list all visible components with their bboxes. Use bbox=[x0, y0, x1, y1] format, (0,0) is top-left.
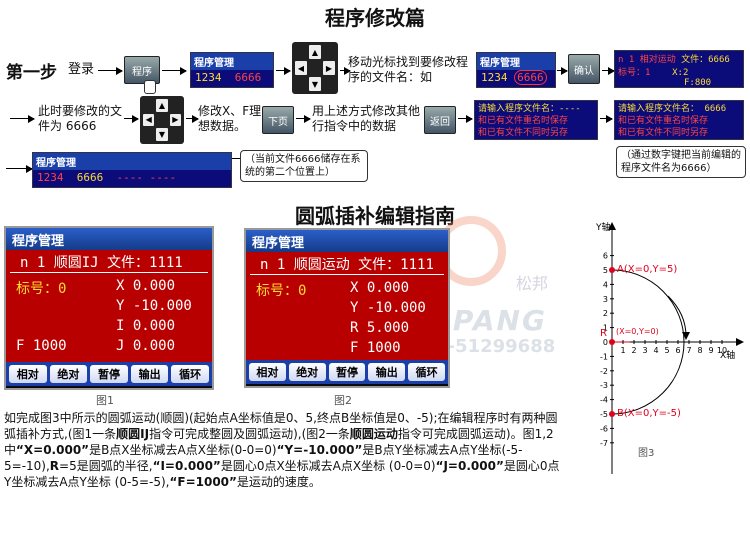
arrow bbox=[557, 67, 568, 75]
y-tick-label: 6 bbox=[603, 252, 608, 261]
y-tick-label: 0 bbox=[603, 338, 608, 347]
arrow bbox=[162, 67, 187, 75]
modify-xf-text: 修改X、F理想数据。 bbox=[198, 104, 262, 133]
page-title: 程序修改篇 bbox=[325, 6, 425, 30]
direction-keypad[interactable]: ▲ ◀ ▶ ▼ bbox=[292, 42, 338, 94]
x-tick-label: 10 bbox=[717, 346, 727, 355]
x-tick-label: 9 bbox=[708, 346, 713, 355]
y-tick-label: -3 bbox=[600, 381, 608, 390]
arrow bbox=[124, 115, 139, 123]
lcd-edit-screen: n 1 相对运动 文件：6666 标号：1 X:2 F:800 bbox=[614, 50, 744, 88]
arrow bbox=[186, 115, 199, 123]
lcd-save-prompt: 请输入程序文件名：---- 和已有文件重名时保存 和已有文件不同时另存 bbox=[474, 100, 598, 140]
y-tick-label: -2 bbox=[600, 367, 608, 376]
section-title: 圆弧插补编辑指南 bbox=[295, 204, 455, 228]
explanation-paragraph: 如完成图3中所示的圆弧运动(顺圆)(起始点A坐标值是0、5,终点B坐标值是0、-… bbox=[4, 411, 560, 489]
arc-path bbox=[611, 269, 685, 415]
confirm-button[interactable]: 确认 bbox=[568, 54, 600, 84]
loop-button[interactable]: 循环 bbox=[408, 363, 445, 381]
saved-position-note: （当前文件6666储存在系统的第二个位置上） bbox=[240, 150, 368, 182]
arrow bbox=[458, 115, 473, 123]
lcd-save-filename: 请输入程序文件名： 6666 和已有文件重名时保存 和已有文件不同时另存 bbox=[614, 100, 744, 140]
pause-button[interactable]: 暂停 bbox=[328, 363, 366, 381]
y-tick-label: -7 bbox=[600, 439, 608, 448]
arrow bbox=[98, 67, 123, 75]
point-b bbox=[609, 411, 615, 417]
y-tick-label: -4 bbox=[600, 396, 608, 405]
output-button[interactable]: 输出 bbox=[130, 365, 169, 383]
output-button[interactable]: 输出 bbox=[368, 363, 406, 381]
y-tick-label: 2 bbox=[603, 309, 608, 318]
figure2-screen: 程序管理 n 1 顺圆运动 文件：1111 标号：0 X 0.000 Y -10… bbox=[244, 228, 450, 388]
lcd-program-list-3: 程序管理 1234 6666 ---- ---- bbox=[32, 152, 232, 188]
radius-label: R bbox=[600, 328, 607, 339]
arrow bbox=[10, 115, 35, 123]
input-filename-note: （通过数字键把当前编辑的程序文件名为6666） bbox=[616, 146, 746, 178]
relative-button[interactable]: 相对 bbox=[9, 365, 47, 383]
next-page-button[interactable]: 下页 bbox=[262, 106, 294, 134]
figure1-caption: 图1 bbox=[96, 394, 114, 407]
lcd-program-list-1: 程序管理 1234 6666 bbox=[190, 52, 274, 88]
modify-other-text: 用上述方式修改其他行指令中的数据 bbox=[312, 104, 421, 133]
x-tick-label: 7 bbox=[686, 346, 691, 355]
direction-arrow-icon bbox=[682, 332, 690, 340]
figure3-caption: 图3 bbox=[638, 447, 654, 459]
y-tick-label: -1 bbox=[600, 352, 608, 361]
right-arrow-icon: ▶ bbox=[323, 61, 335, 75]
figure1-screen: 程序管理 n 1 顺圆IJ 文件：1111 标号：0 X 0.000 Y -10… bbox=[4, 226, 214, 390]
relative-button[interactable]: 相对 bbox=[249, 363, 286, 381]
arrow bbox=[340, 67, 351, 75]
y-tick-label: -6 bbox=[600, 424, 608, 433]
arrow bbox=[296, 115, 311, 123]
point-b-label: B(X=0,Y=-5) bbox=[617, 408, 681, 419]
pause-button[interactable]: 暂停 bbox=[90, 365, 128, 383]
arrow bbox=[276, 67, 291, 75]
x-tick-label: 6 bbox=[675, 346, 680, 355]
x-tick-label: 3 bbox=[642, 346, 647, 355]
y-axis-label: Y轴 bbox=[595, 221, 611, 233]
y-tick-label: 3 bbox=[603, 295, 608, 304]
y-tick-label: 4 bbox=[603, 280, 608, 289]
up-arrow-icon: ▲ bbox=[309, 45, 321, 59]
y-tick-label: 1 bbox=[603, 324, 608, 333]
x-tick-label: 8 bbox=[697, 346, 702, 355]
down-arrow-icon: ▼ bbox=[309, 77, 321, 91]
step1-label: 第一步 bbox=[6, 63, 57, 83]
figure2-caption: 图2 bbox=[334, 394, 352, 407]
step1-login-text: 登录 bbox=[68, 62, 95, 77]
x-axis-label: X轴 bbox=[720, 349, 735, 361]
program-button[interactable]: 程序 bbox=[124, 56, 160, 84]
down-arrow-icon: ▼ bbox=[156, 128, 168, 141]
absolute-button[interactable]: 绝对 bbox=[49, 365, 88, 383]
right-arrow-icon: ▶ bbox=[169, 113, 181, 127]
direction-keypad-2[interactable]: ▲ ◀ ▶ ▼ bbox=[140, 96, 184, 144]
arrow bbox=[600, 115, 613, 123]
center-point bbox=[609, 339, 615, 345]
hand-pointer-icon bbox=[144, 80, 156, 94]
point-a-label: A(X=0,Y=5) bbox=[617, 264, 677, 275]
arrow bbox=[602, 67, 615, 75]
absolute-button[interactable]: 绝对 bbox=[288, 363, 326, 381]
y-tick-label: -5 bbox=[600, 410, 608, 419]
y-axis-arrow-icon bbox=[608, 222, 616, 230]
loop-button[interactable]: 循环 bbox=[171, 365, 209, 383]
x-tick-label: 4 bbox=[653, 346, 658, 355]
x-tick-label: 1 bbox=[620, 346, 625, 355]
move-cursor-text: 移动光标找到要修改程序的文件名：如 bbox=[348, 55, 469, 84]
arrow bbox=[6, 165, 33, 173]
point-a bbox=[609, 267, 615, 273]
lcd-program-list-2: 程序管理 1234 6666 bbox=[476, 52, 556, 88]
y-tick-label: 5 bbox=[603, 266, 608, 275]
left-arrow-icon: ◀ bbox=[295, 61, 307, 75]
x-axis-arrow-icon bbox=[736, 338, 744, 346]
back-button[interactable]: 返回 bbox=[424, 106, 456, 134]
file-to-modify-text: 此时要修改的文件为 6666 bbox=[38, 104, 123, 133]
up-arrow-icon: ▲ bbox=[156, 99, 168, 112]
x-tick-label: 2 bbox=[631, 346, 636, 355]
center-label: (X=0,Y=0) bbox=[616, 327, 659, 336]
left-arrow-icon: ◀ bbox=[143, 113, 155, 127]
x-tick-label: 5 bbox=[664, 346, 669, 355]
